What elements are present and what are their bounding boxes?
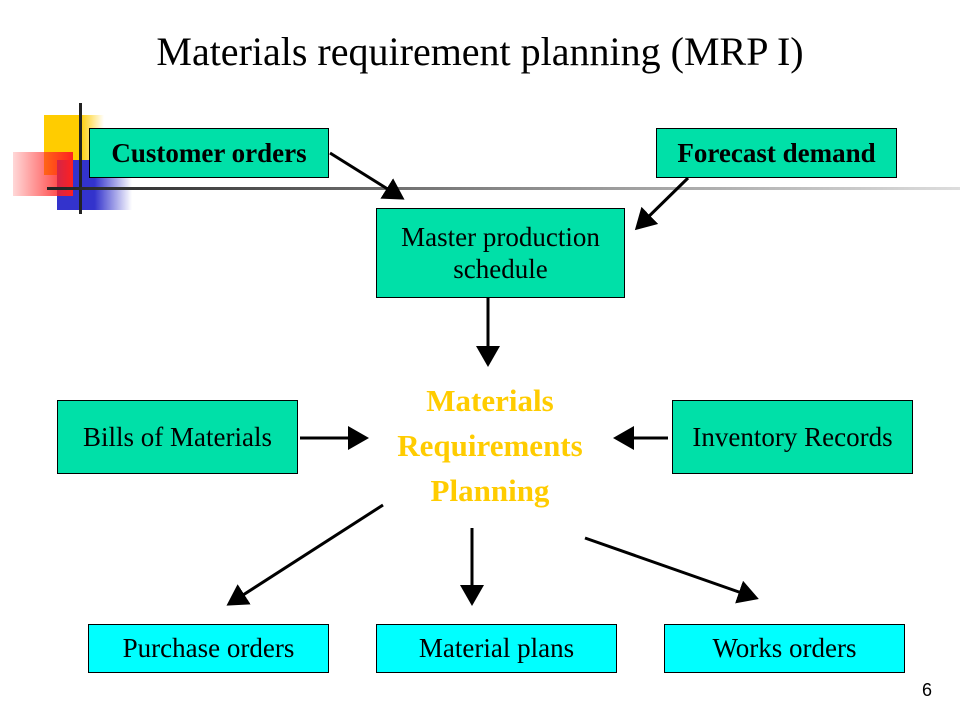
mrp-center-text: Materials Requirements Planning [370, 378, 610, 513]
inventory-label: Inventory Records [692, 421, 893, 452]
customer-orders-label: Customer orders [111, 137, 307, 168]
arrow-forecast-to-mps [634, 176, 690, 231]
mps-label-line1: Master production [401, 221, 600, 252]
mps-label-line2: schedule [453, 254, 548, 284]
page-number: 6 [921, 680, 932, 700]
inventory-records-box: Inventory Records [672, 400, 913, 474]
customer-orders-box: Customer orders [89, 128, 329, 178]
arrow-mrp-to-works [584, 536, 759, 604]
master-production-schedule-box: Master production schedule [376, 208, 625, 298]
decoration-vertical-line [79, 103, 82, 214]
bills-of-materials-box: Bills of Materials [57, 400, 298, 474]
material-plans-box: Material plans [376, 624, 617, 673]
works-orders-box: Works orders [664, 624, 905, 673]
mrp-line3: Planning [430, 473, 550, 508]
arrow-customer-to-mps [329, 151, 405, 200]
decoration-horizontal-line [47, 187, 960, 190]
material-plans-label: Material plans [418, 633, 575, 664]
works-orders-label: Works orders [712, 633, 857, 664]
purchase-orders-label: Purchase orders [122, 633, 295, 664]
mrp-line2: Requirements [397, 428, 583, 463]
forecast-demand-label: Forecast demand [677, 137, 876, 168]
slide-title: Materials requirement planning (MRP I) [156, 29, 804, 74]
bom-label: Bills of Materials [83, 421, 272, 452]
purchase-orders-box: Purchase orders [88, 624, 329, 673]
arrow-mrp-to-purchase [226, 503, 384, 606]
forecast-demand-box: Forecast demand [656, 128, 897, 178]
mrp-line1: Materials [426, 383, 554, 418]
